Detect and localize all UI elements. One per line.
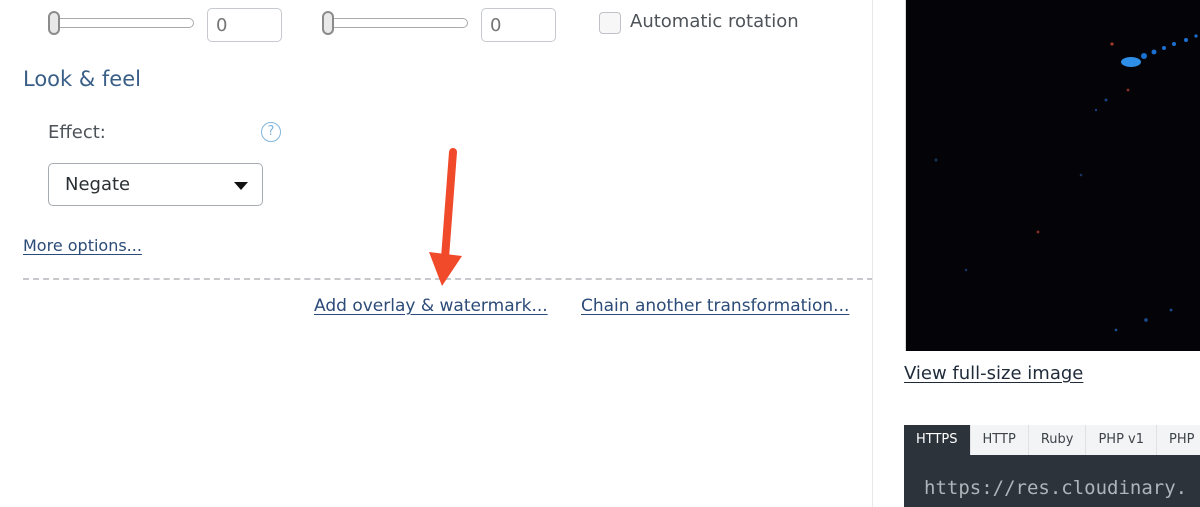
slider-2-value-input[interactable] <box>481 8 556 42</box>
chevron-down-icon <box>234 182 248 190</box>
add-overlay-link[interactable]: Add overlay & watermark... <box>314 296 548 316</box>
section-divider <box>23 278 873 280</box>
slider-handle[interactable] <box>48 11 60 35</box>
more-options-link[interactable]: More options... <box>23 236 142 255</box>
slider-track <box>48 18 194 28</box>
tab-http[interactable]: HTTP <box>971 425 1029 455</box>
code-language-tabs: HTTPS HTTP Ruby PHP v1 PHP <box>904 425 1200 455</box>
help-icon-glyph: ? <box>267 124 275 139</box>
slider-track <box>322 18 468 28</box>
automatic-rotation-label: Automatic rotation <box>630 11 799 32</box>
tab-php-v1[interactable]: PHP v1 <box>1086 425 1158 455</box>
slider-2[interactable] <box>322 11 468 35</box>
preview-image <box>905 0 1200 351</box>
tab-php[interactable]: PHP <box>1157 425 1200 455</box>
section-title-look-feel: Look & feel <box>23 67 141 91</box>
tab-https[interactable]: HTTPS <box>904 425 971 455</box>
code-url-text[interactable]: https://res.cloudinary. <box>924 477 1188 499</box>
tab-ruby[interactable]: Ruby <box>1029 425 1087 455</box>
slider-1[interactable] <box>48 11 194 35</box>
arrow-down-icon <box>429 148 462 286</box>
view-full-size-image-link[interactable]: View full-size image <box>904 363 1084 384</box>
slider-handle[interactable] <box>322 11 334 35</box>
effect-select[interactable]: Negate <box>48 163 263 206</box>
help-icon[interactable]: ? <box>261 122 281 142</box>
chain-transformation-link[interactable]: Chain another transformation... <box>581 296 850 316</box>
automatic-rotation-checkbox[interactable] <box>599 12 621 34</box>
code-snippet-panel: HTTPS HTTP Ruby PHP v1 PHP https://res.c… <box>904 425 1200 507</box>
panel-divider <box>872 0 873 507</box>
preview-image-art <box>906 0 1200 351</box>
slider-1-value-input[interactable] <box>207 8 282 42</box>
effect-select-value: Negate <box>65 174 131 195</box>
effect-label: Effect: <box>48 122 106 143</box>
